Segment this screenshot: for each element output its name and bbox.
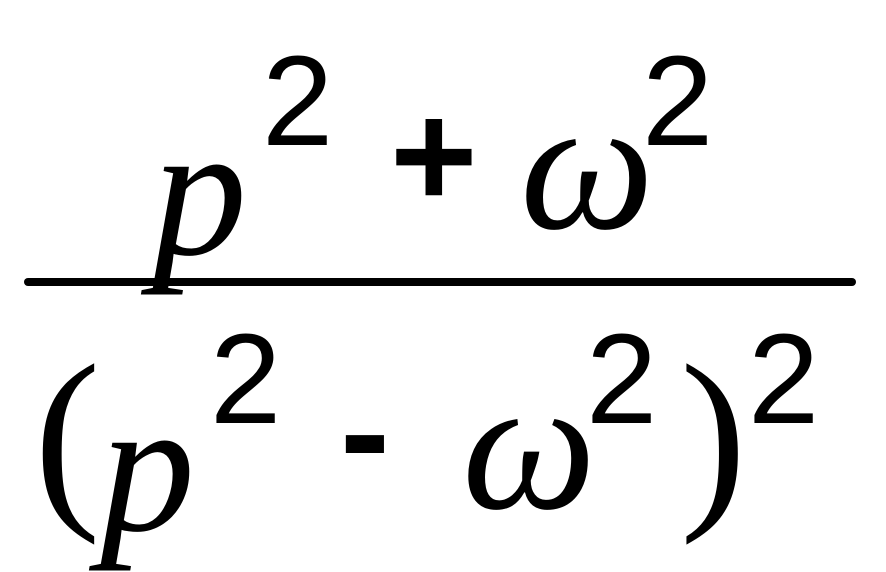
denominator-close-paren: ) — [680, 325, 747, 546]
numerator-p: p — [152, 86, 247, 296]
denominator-p: p — [100, 362, 195, 572]
numerator-omega-exponent: 2 — [642, 30, 714, 173]
denominator-omega: ω — [462, 340, 597, 550]
fraction-bar — [24, 278, 856, 286]
denominator-outer-exponent: 2 — [748, 308, 820, 451]
numerator-p-exponent: 2 — [262, 30, 334, 173]
denominator-minus-operator: - — [340, 347, 390, 515]
numerator-omega: ω — [520, 60, 655, 270]
denominator-p-exponent: 2 — [210, 308, 282, 451]
numerator-plus-operator: + — [390, 71, 478, 239]
denominator-omega-exponent: 2 — [586, 308, 658, 451]
denominator-open-paren: ( — [34, 325, 101, 546]
